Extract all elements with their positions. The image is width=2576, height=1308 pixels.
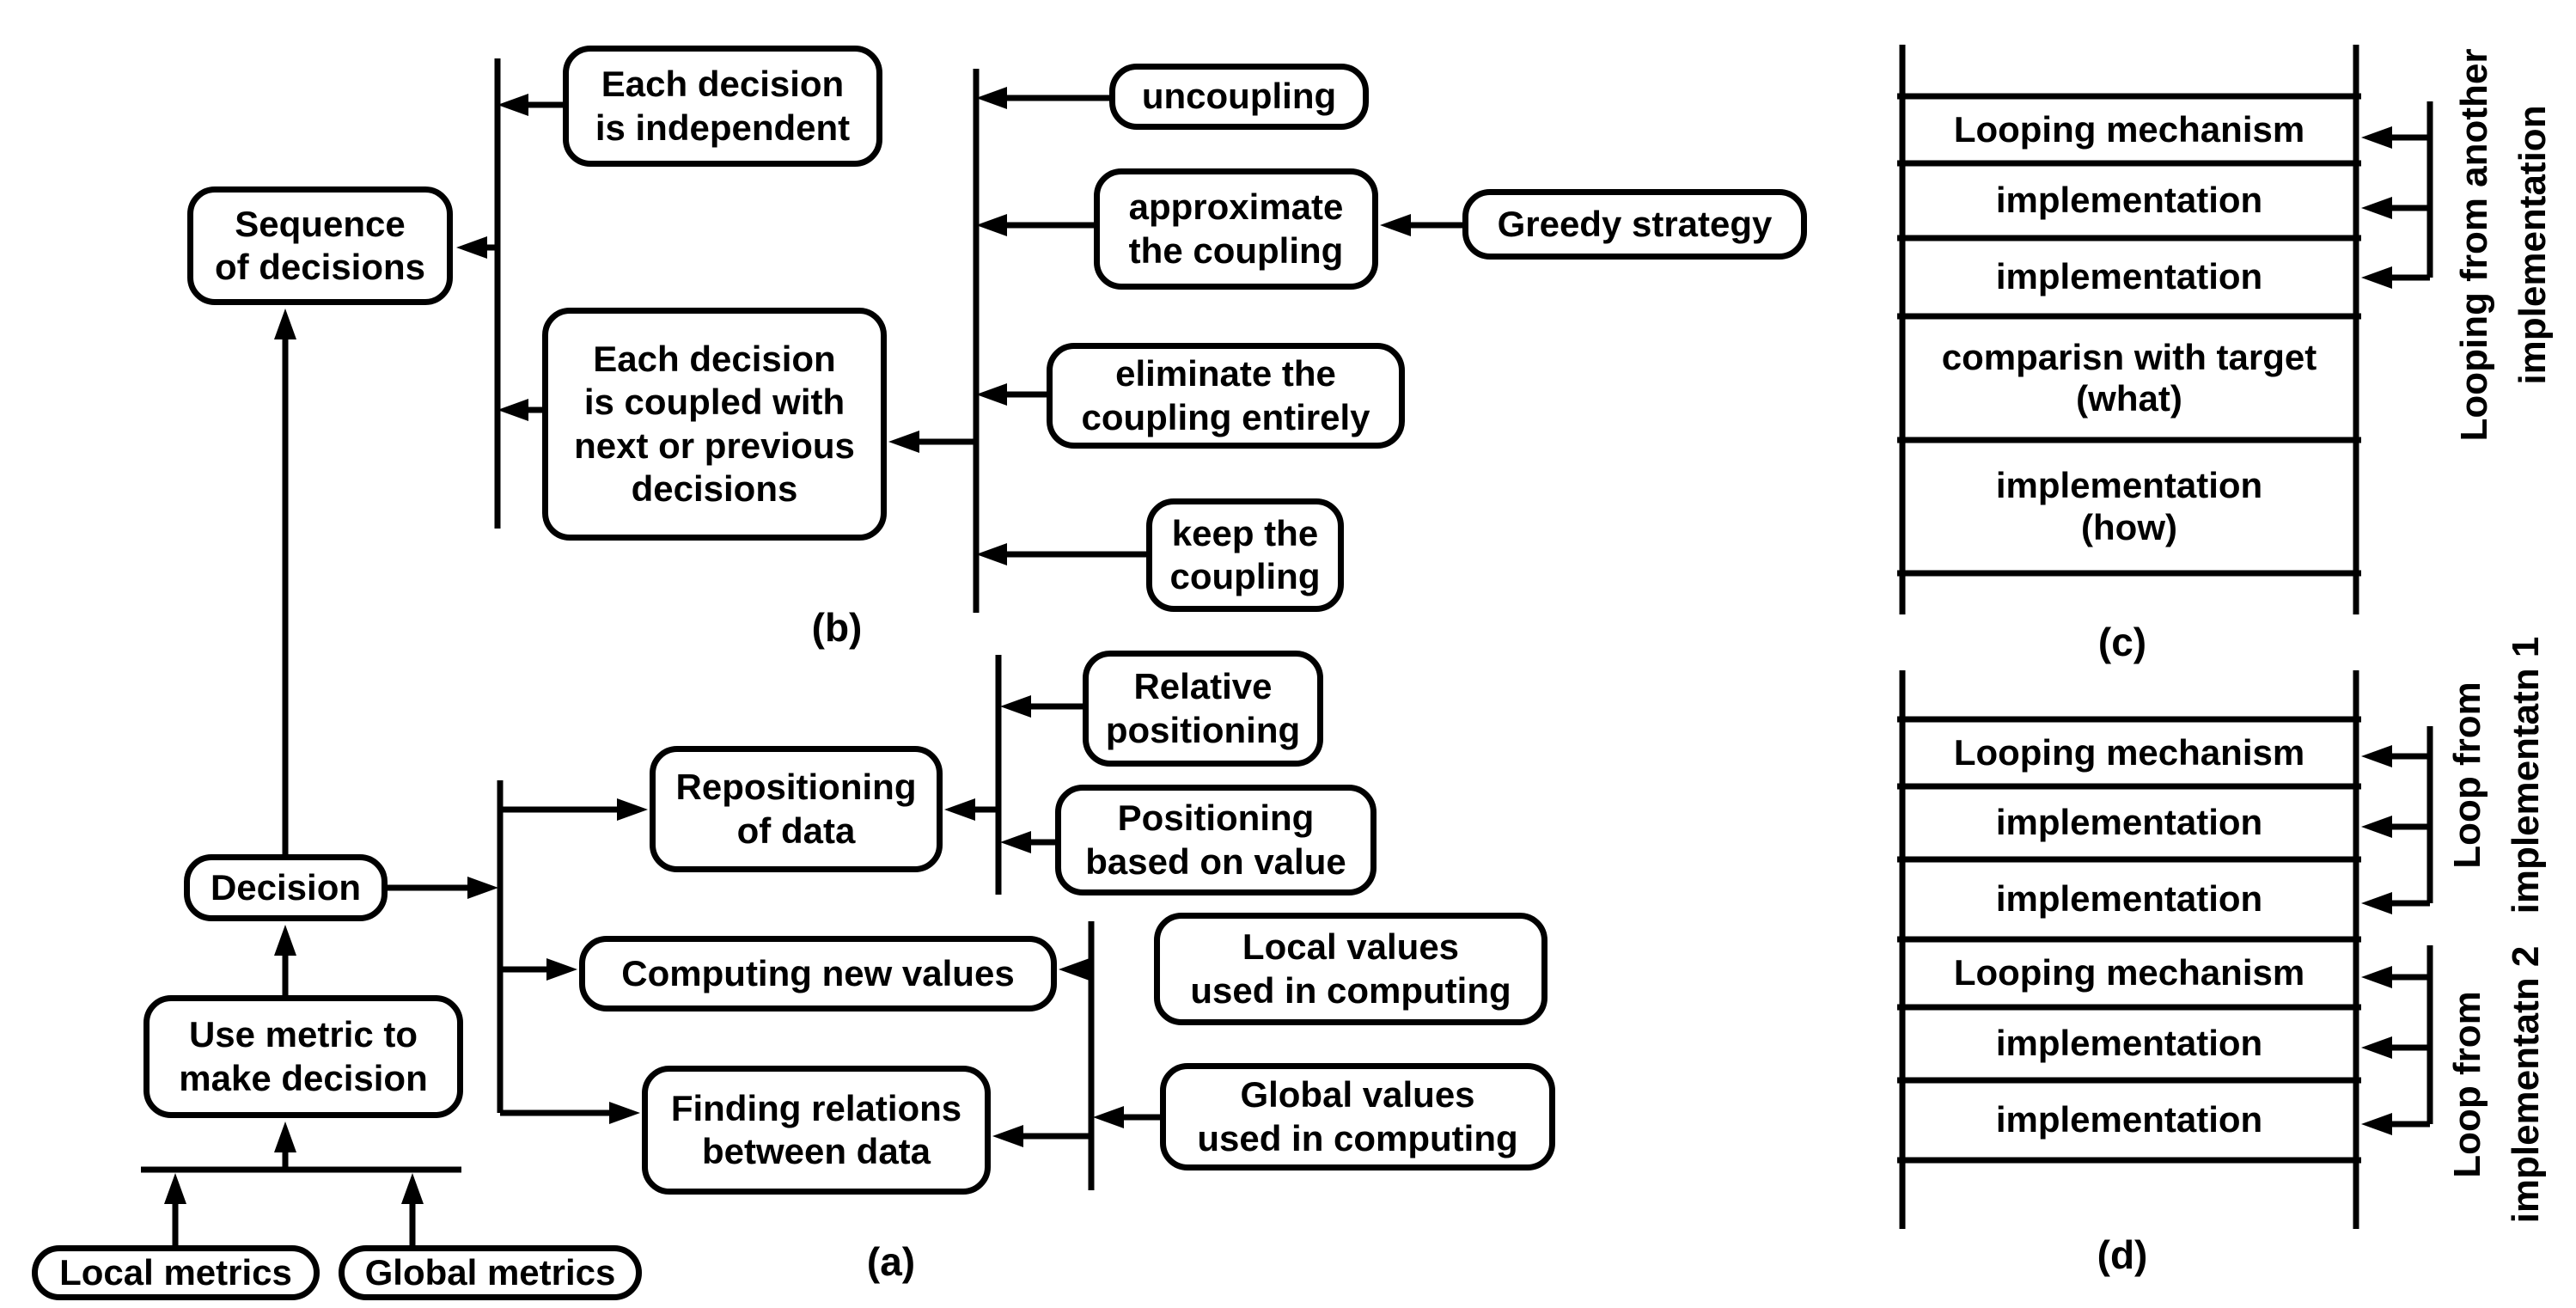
box-decision: Decision xyxy=(184,854,388,921)
box-positioning-based-on-value: Positioning based on value xyxy=(1055,785,1377,895)
box-keep-coupling: keep the coupling xyxy=(1146,498,1344,612)
ladder-d-row: implementation xyxy=(1995,878,2263,920)
panel-label-d: (d) xyxy=(2097,1232,2148,1277)
arrowhead-left xyxy=(1000,695,1031,718)
ladder-d-row: implementation xyxy=(1995,1023,2263,1064)
arrowhead-left xyxy=(944,798,975,821)
panel-label-c: (c) xyxy=(2097,620,2147,664)
box-sequence-of-decisions: Sequence of decisions xyxy=(187,186,453,305)
arrowhead-left xyxy=(976,214,1007,236)
arrowhead-left xyxy=(976,87,1007,109)
arrowhead-left xyxy=(2361,816,2392,838)
box-repositioning-of-data: Repositioning of data xyxy=(650,746,943,872)
panel-label-b: (b) xyxy=(811,605,863,650)
side-label-loop-from-implementatn-2: Loop from implementatn 2 xyxy=(2445,945,2547,1224)
arrowhead-up xyxy=(274,1122,296,1152)
box-local-metrics: Local metrics xyxy=(32,1245,320,1300)
arrowhead-up xyxy=(401,1173,424,1204)
side-label-loop-from-implementatn-1: Loop from implementatn 1 xyxy=(2445,636,2547,914)
ladder-d-row: implementation xyxy=(1995,802,2263,843)
arrowhead-left xyxy=(2361,966,2392,988)
box-each-decision-coupled: Each decision is coupled with next or pr… xyxy=(542,308,887,541)
box-greedy-strategy: Greedy strategy xyxy=(1462,189,1807,260)
ladder-c-row: implementation (how) xyxy=(1995,465,2263,547)
box-each-decision-independent: Each decision is independent xyxy=(563,46,882,167)
arrowhead-left xyxy=(2361,745,2392,767)
arrowhead-up xyxy=(164,1173,186,1204)
arrowhead-left xyxy=(2361,1113,2392,1135)
arrowhead-left xyxy=(456,236,487,259)
box-computing-new-values: Computing new values xyxy=(579,936,1057,1012)
ladder-c-row: implementation xyxy=(1995,256,2263,297)
box-eliminate-coupling: eliminate the coupling entirely xyxy=(1047,343,1405,449)
arrowhead-right xyxy=(609,1102,640,1124)
box-relative-positioning: Relative positioning xyxy=(1083,651,1323,767)
arrowhead-left xyxy=(497,399,528,421)
arrowhead-left xyxy=(2361,892,2392,914)
panel-label-a: (a) xyxy=(866,1239,916,1284)
ladder-c-row: implementation xyxy=(1995,180,2263,221)
arrowhead-left xyxy=(976,543,1007,565)
panel-a-lines xyxy=(141,309,1160,1245)
ladder-c-row: comparisn with target (what) xyxy=(1941,336,2317,419)
box-finding-relations: Finding relations between data xyxy=(642,1066,991,1195)
arrowhead-left xyxy=(888,431,919,453)
box-global-values: Global values used in computing xyxy=(1160,1063,1555,1170)
arrowhead-right xyxy=(546,958,577,981)
box-local-values: Local values used in computing xyxy=(1154,913,1547,1025)
arrowhead-up xyxy=(274,925,296,956)
box-global-metrics: Global metrics xyxy=(339,1245,642,1300)
box-use-metric: Use metric to make decision xyxy=(143,995,463,1118)
panel-c-lines xyxy=(1897,45,2433,614)
ladder-d-row: implementation xyxy=(1995,1099,2263,1140)
arrowhead-left xyxy=(497,94,528,116)
ladder-d-row: Looping mechanism xyxy=(1953,731,2305,773)
arrowhead-left xyxy=(1059,958,1090,981)
ladder-d-row: Looping mechanism xyxy=(1953,952,2305,993)
panel-b-lines xyxy=(456,58,1462,613)
arrowhead-up xyxy=(274,309,296,339)
arrowhead-left xyxy=(2361,266,2392,289)
arrowhead-right xyxy=(467,877,498,899)
arrowhead-left xyxy=(976,383,1007,406)
box-approximate-coupling: approximate the coupling xyxy=(1094,168,1378,290)
arrowhead-left xyxy=(1380,214,1411,236)
arrowhead-left xyxy=(992,1125,1023,1147)
arrowhead-left xyxy=(2361,197,2392,219)
panel-d-lines xyxy=(1897,670,2433,1229)
arrowhead-left xyxy=(1000,831,1031,853)
ladder-c-row: Looping mechanism xyxy=(1953,108,2305,150)
arrowhead-left xyxy=(2361,126,2392,149)
side-label-looping-from-another: Looping from another implementation xyxy=(2452,48,2554,442)
arrowhead-left xyxy=(1093,1106,1124,1128)
arrowhead-left xyxy=(2361,1036,2392,1059)
arrowhead-right xyxy=(617,798,648,821)
box-uncoupling: uncoupling xyxy=(1109,64,1369,130)
